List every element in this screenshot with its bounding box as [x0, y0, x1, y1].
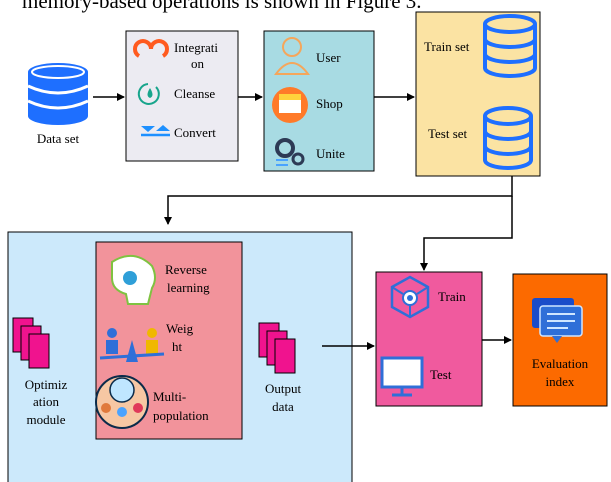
split-box — [415, 11, 541, 177]
evaluation-box — [512, 273, 608, 407]
caption-text: memory-based operations is shown in Figu… — [22, 0, 422, 13]
arrow-split-to-optimization — [164, 176, 513, 225]
multi-population-label-2: population — [153, 408, 209, 423]
unite-label: Unite — [316, 146, 345, 161]
preprocess-box — [125, 30, 239, 162]
user-icon — [274, 37, 310, 75]
arrow-split-to-model — [420, 196, 513, 271]
module-label-1: Optimiz — [25, 377, 68, 392]
output-documents-icon — [258, 322, 296, 374]
integration-label-1: Integrati — [174, 40, 218, 55]
train-set-database-icon — [483, 14, 537, 78]
user-label: User — [316, 50, 341, 65]
shop-label: Shop — [316, 96, 343, 111]
test-set-label: Test set — [428, 126, 468, 141]
weight-balance-icon — [99, 328, 165, 362]
convert-label: Convert — [174, 125, 216, 140]
reverse-learning-head-icon — [111, 255, 156, 305]
output-label-2: data — [272, 399, 294, 414]
train-set-label: Train set — [424, 39, 470, 54]
unite-gears-icon — [275, 138, 305, 166]
multi-population-label-1: Multi- — [153, 389, 186, 404]
integration-icon — [133, 39, 169, 58]
weight-label-1: Weig — [166, 321, 194, 336]
test-label: Test — [430, 367, 452, 382]
shop-icon — [272, 87, 308, 123]
multi-population-globe-icon — [95, 375, 149, 429]
train-network-icon — [390, 275, 430, 319]
cleanse-label: Cleanse — [174, 86, 215, 101]
test-set-database-icon — [483, 106, 533, 170]
module-label-3: module — [27, 412, 66, 427]
weight-label-2: ht — [172, 339, 183, 354]
output-label-1: Output — [265, 381, 302, 396]
data-set-label: Data set — [37, 131, 80, 146]
reverse-learning-label-2: learning — [167, 280, 210, 295]
module-documents-icon — [12, 317, 50, 369]
integration-label-2: on — [191, 56, 205, 71]
module-label-2: ation — [33, 394, 59, 409]
evaluation-label-1: Evaluation — [532, 356, 589, 371]
data-set-database-icon — [27, 63, 89, 125]
reverse-learning-label-1: Reverse — [165, 262, 207, 277]
train-label: Train — [438, 289, 466, 304]
convert-icon — [141, 125, 170, 137]
test-monitor-icon — [380, 356, 424, 397]
evaluation-chat-icon — [532, 298, 583, 343]
evaluation-label-2: index — [546, 374, 575, 389]
cleanse-icon — [137, 83, 160, 105]
